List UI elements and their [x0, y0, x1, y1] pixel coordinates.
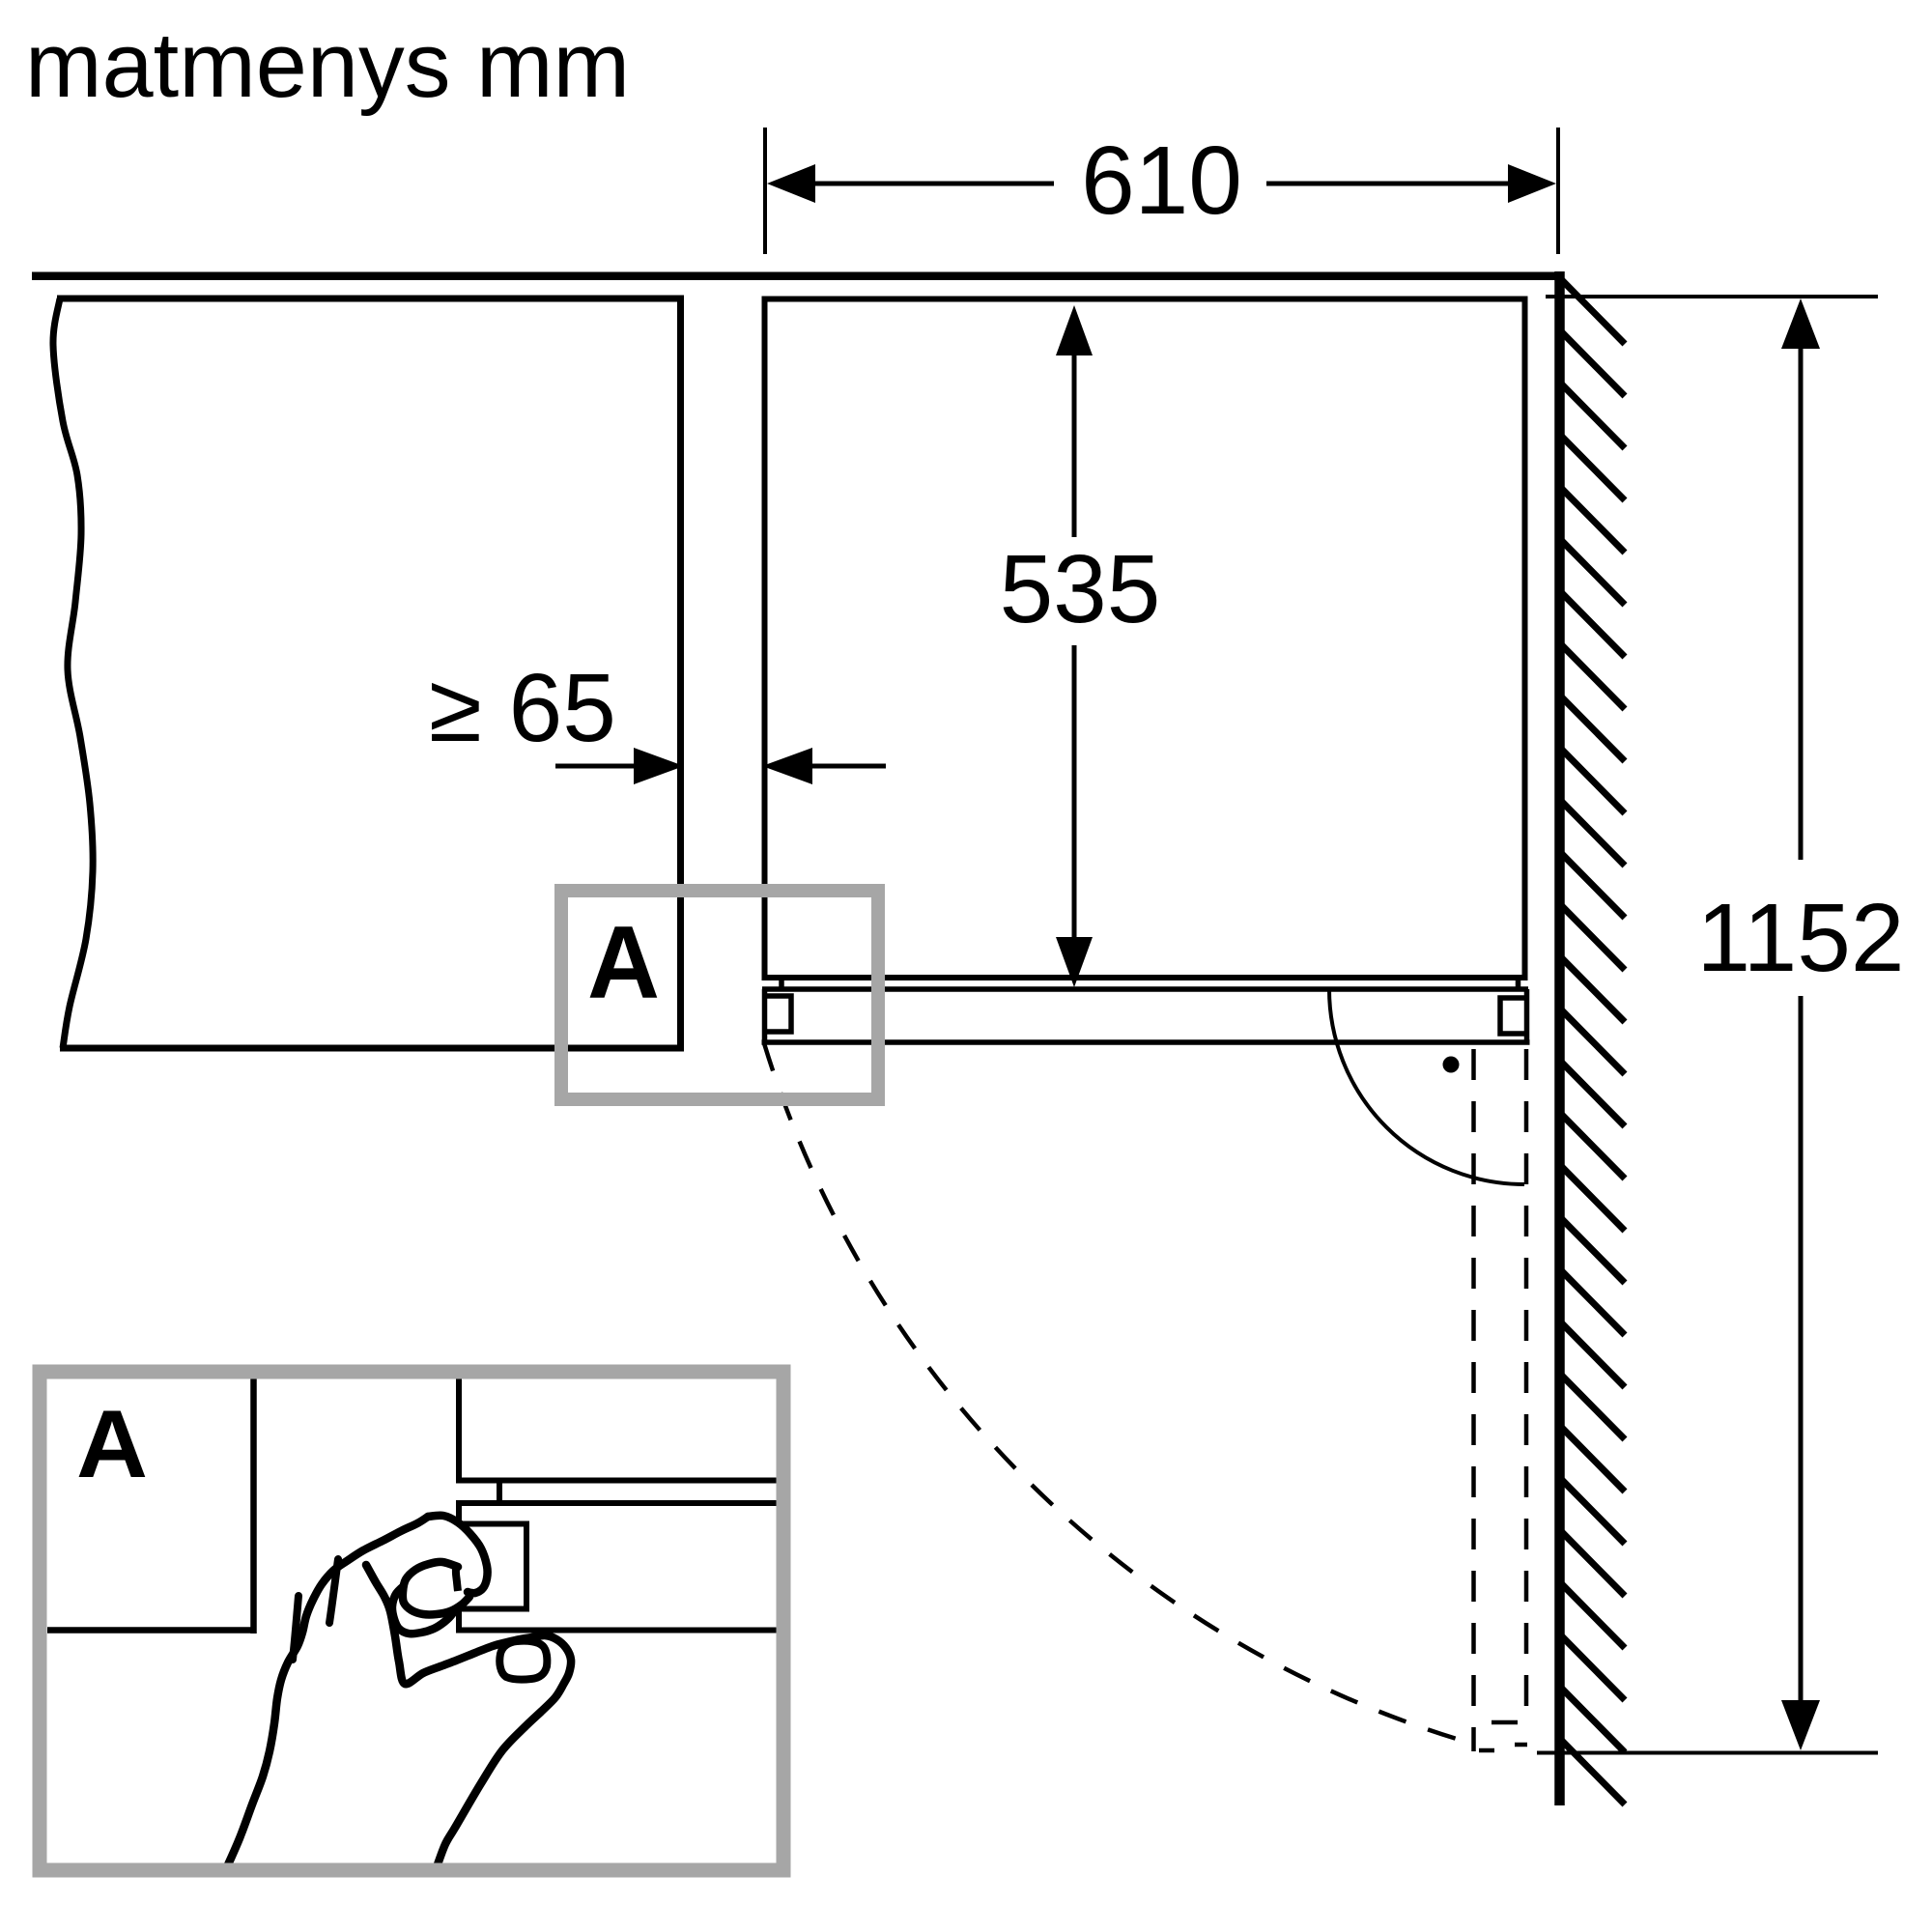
svg-text:A: A	[587, 904, 660, 1020]
svg-text:535: 535	[1000, 535, 1161, 643]
svg-text:≥ 65: ≥ 65	[429, 654, 616, 762]
svg-text:matmenys mm: matmenys mm	[25, 14, 630, 117]
svg-text:1152: 1152	[1696, 884, 1904, 992]
svg-text:610: 610	[1081, 127, 1242, 235]
svg-text:A: A	[76, 1390, 148, 1497]
